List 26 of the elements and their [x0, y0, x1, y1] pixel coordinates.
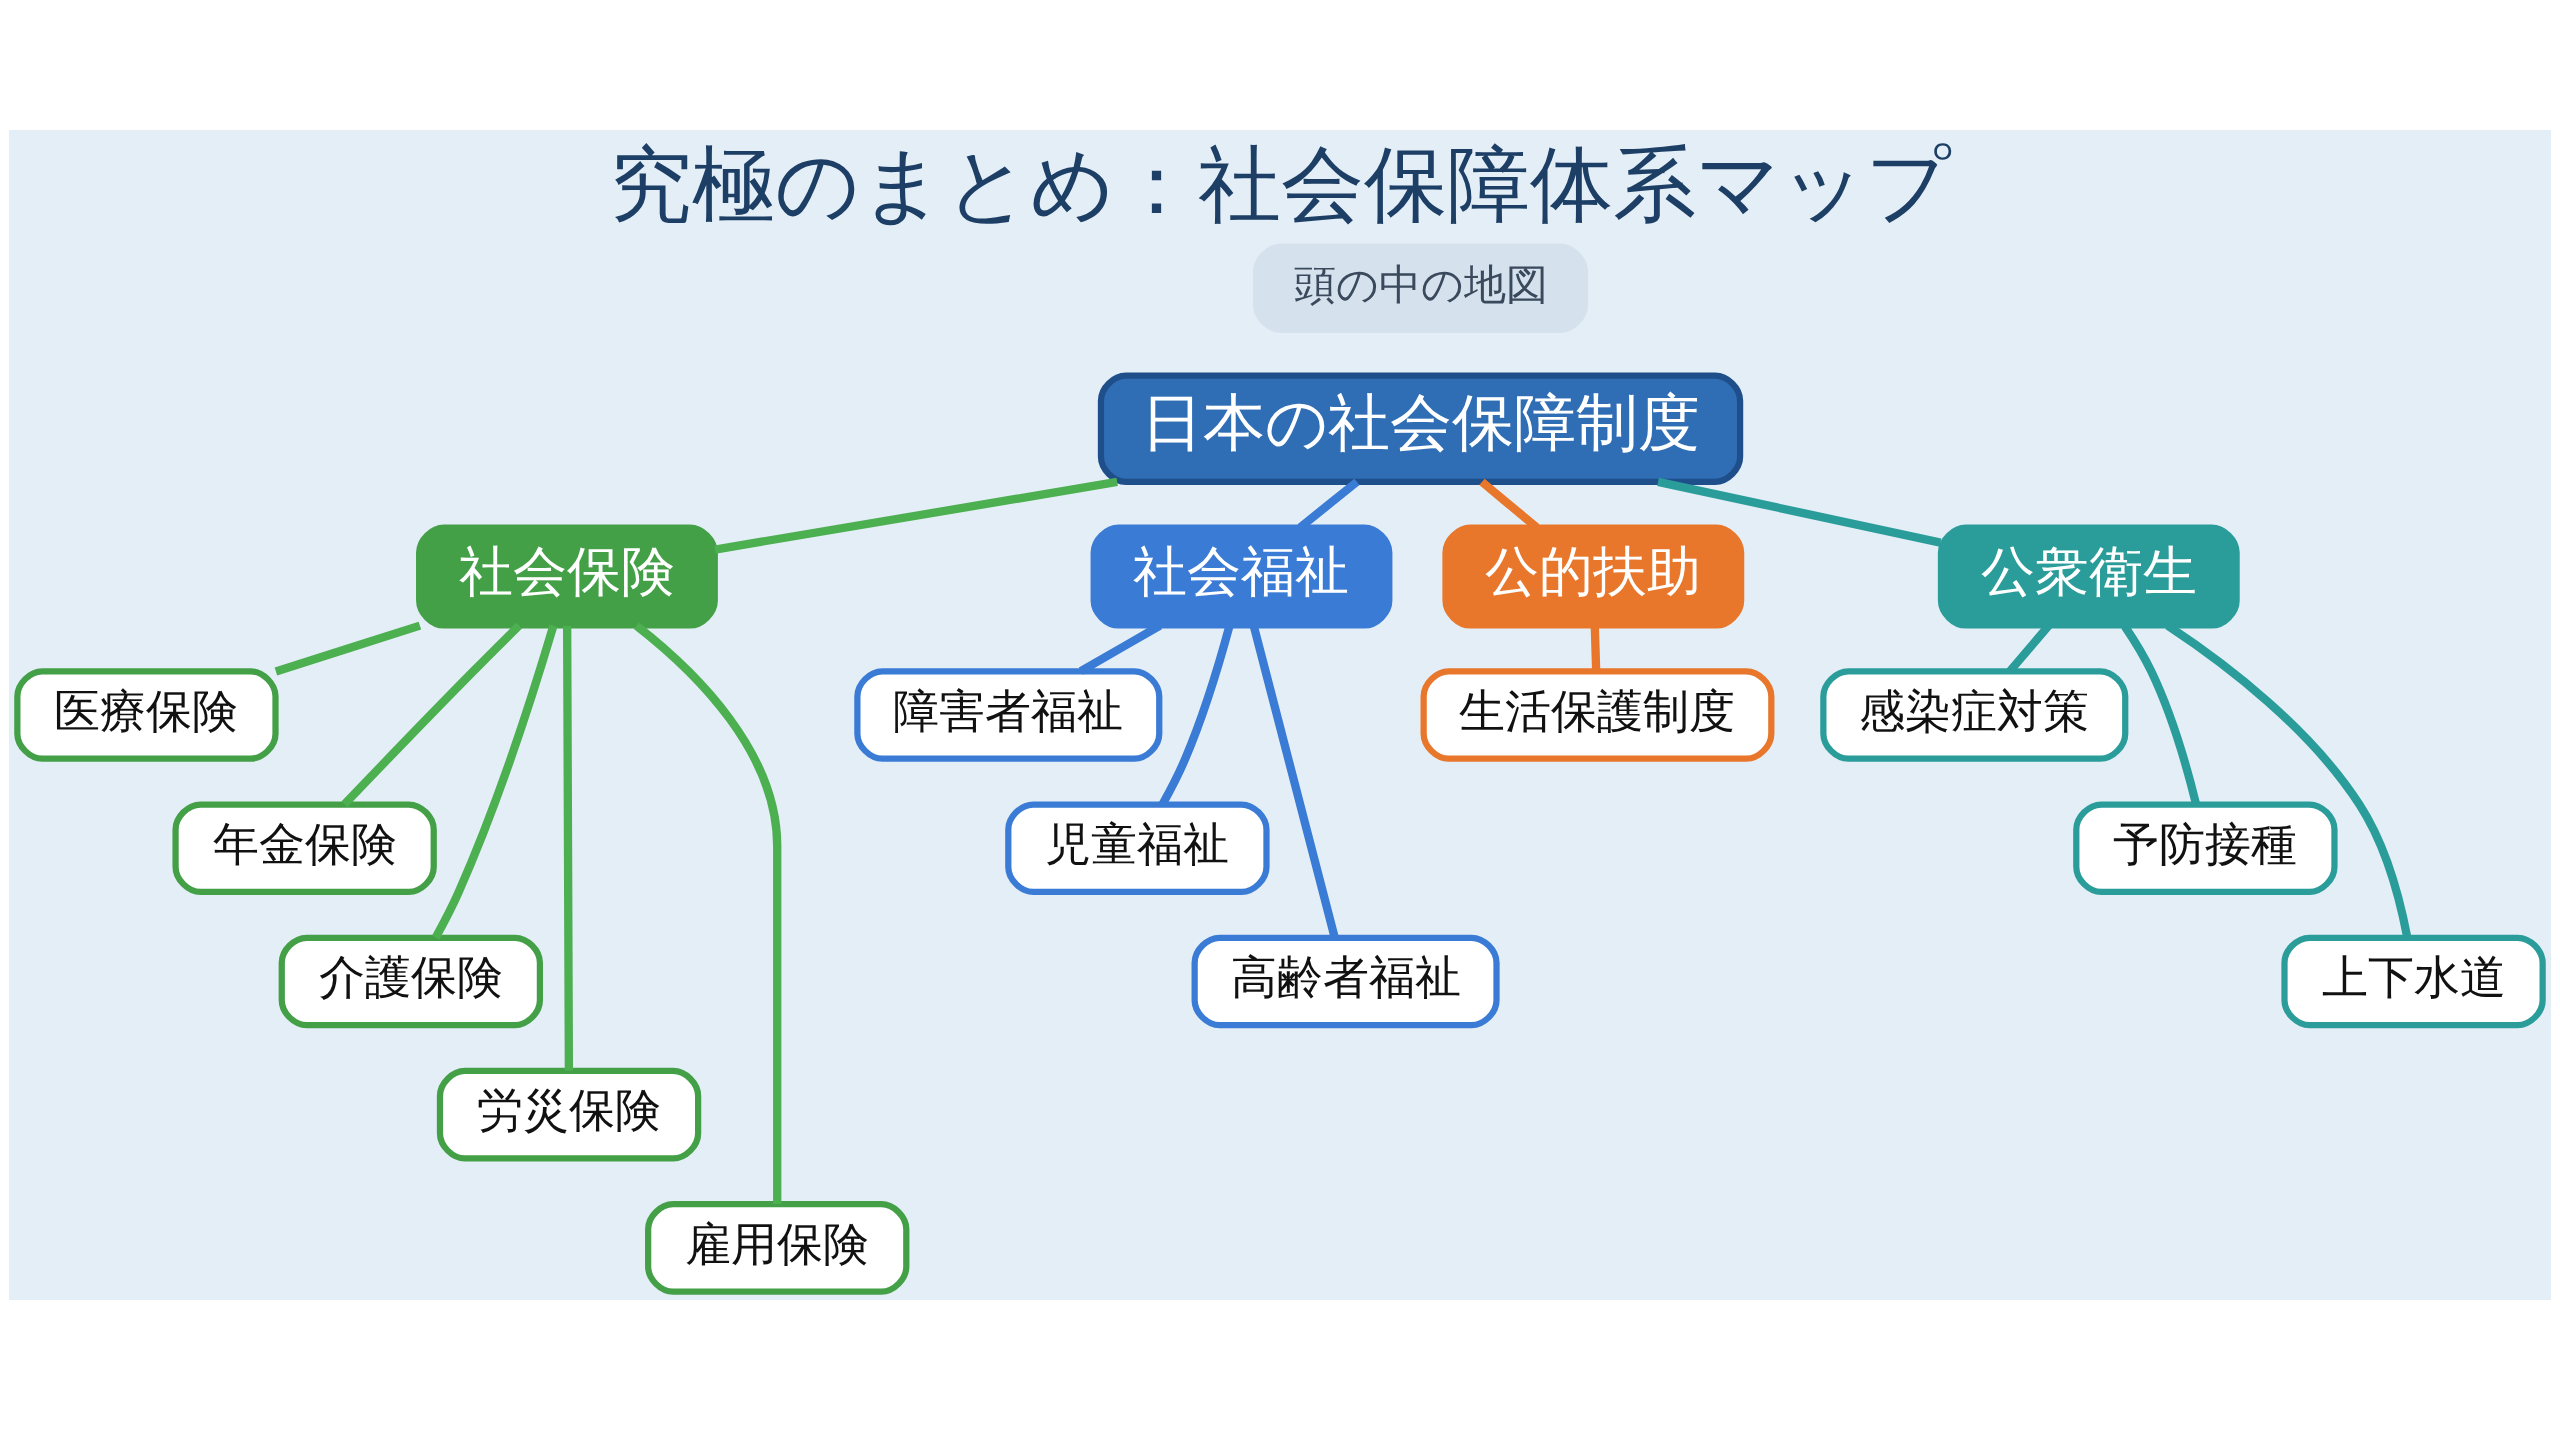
node-box: 年金保険: [172, 800, 437, 895]
connector: [633, 621, 782, 1204]
connector: [341, 622, 522, 807]
diagram-title: 究極のまとめ：社会保障体系マップ: [609, 135, 1951, 233]
node-box: 障害者福祉: [854, 667, 1163, 762]
node-box: 社会保険: [416, 524, 718, 629]
node-box: 雇用保険: [645, 1200, 910, 1295]
connector: [432, 624, 558, 939]
node-box: 公衆衛生: [1937, 524, 2240, 629]
node-box: 労災保険: [436, 1067, 702, 1162]
node-box: 高齢者福祉: [1191, 934, 1500, 1028]
connector: [274, 621, 422, 676]
node-box: 上下水道: [2281, 934, 2546, 1028]
node-box: 生活保護制度: [1420, 667, 1775, 762]
connector: [1590, 625, 1601, 671]
node-box: 医療保険: [14, 667, 279, 762]
connector: [1657, 477, 1942, 547]
node-box: 公的扶助: [1442, 524, 1745, 629]
node-box: 児童福祉: [1005, 800, 1270, 895]
node-box: 介護保険: [278, 934, 544, 1028]
node-box: 日本の社会保障制度: [1097, 372, 1744, 485]
node-box: 社会福祉: [1090, 524, 1393, 629]
node-box: 感染症対策: [1820, 667, 2129, 762]
node-box: 予防接種: [2073, 800, 2338, 895]
connector: [714, 477, 1118, 554]
connector: [563, 625, 574, 1071]
